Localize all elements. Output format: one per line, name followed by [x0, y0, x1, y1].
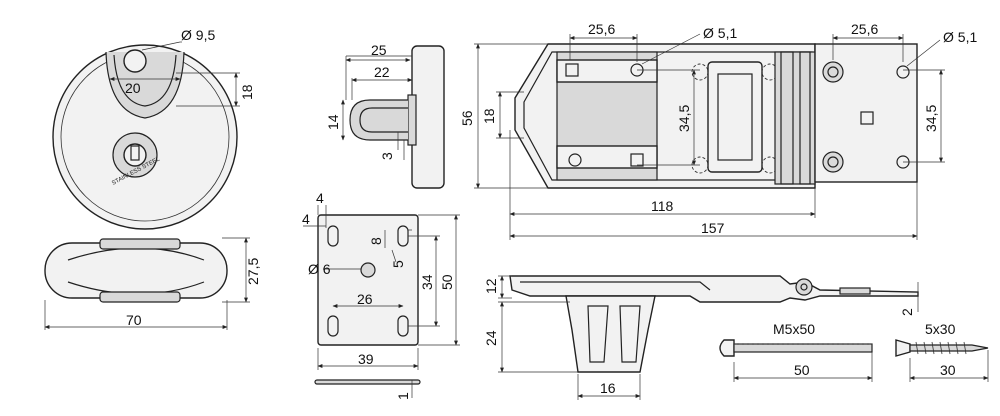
dim-plate-slot2: 5 — [390, 260, 406, 268]
dim-plate-corner-x: 4 — [316, 190, 324, 206]
dim-hasp-length-inner: 118 — [651, 198, 674, 214]
dim-hasp-length-total: 157 — [701, 220, 725, 236]
bolt-label: M5x50 — [773, 321, 815, 337]
dim-hasp-inner-height: 18 — [481, 108, 497, 124]
dim-shackle-hole: Ø 9,5 — [181, 27, 215, 43]
dim-shackle-height2: 14 — [325, 114, 341, 130]
dim-shackle-inner: 22 — [374, 64, 390, 80]
padlock-side-view — [44, 237, 250, 330]
dim-shackle-height: 18 — [239, 84, 255, 100]
dim-plate-hole-vspacing: 34 — [419, 274, 435, 290]
hasp-side-view — [498, 275, 919, 400]
dim-hasp-staple-width: 16 — [600, 380, 616, 396]
dim-hasp-height: 56 — [459, 110, 475, 126]
dim-hasp-thickness: 2 — [899, 308, 915, 316]
screw-drawing — [895, 339, 989, 382]
bolt-length: 50 — [794, 362, 810, 378]
dim-plate-width: 39 — [358, 351, 374, 367]
dim-plate-hole: Ø 6 — [308, 261, 331, 277]
dim-hasp-spacing-left: 25,6 — [588, 21, 615, 37]
dim-shackle-offset: 3 — [379, 152, 395, 160]
bolt-drawing — [719, 339, 873, 382]
dim-body-width: 70 — [126, 312, 142, 328]
staple-hole — [360, 262, 376, 278]
dim-plate-corner-y: 4 — [302, 211, 310, 227]
padlock-front-view: STAINLESS STEEL — [52, 41, 240, 230]
screw-length: 30 — [940, 362, 956, 378]
dim-plate-height: 50 — [439, 274, 455, 290]
dim-shackle-total: 25 — [371, 42, 387, 58]
dim-hasp-hole-right: Ø 5,1 — [943, 29, 977, 45]
dim-hasp-vspacing-left: 34,5 — [676, 105, 692, 132]
dim-plate-thickness: 1 — [395, 392, 411, 400]
dim-body-height: 27,5 — [245, 258, 261, 285]
shackle-side-view — [341, 45, 445, 189]
dim-hasp-spacing-right: 25,6 — [851, 21, 878, 37]
staple-plate-front-view — [303, 205, 460, 398]
shackle-hole — [123, 49, 147, 73]
dim-plate-slot: 8 — [368, 237, 384, 245]
dim-hasp-staple-height: 24 — [483, 330, 499, 346]
screw-label: 5x30 — [925, 321, 956, 337]
dim-hasp-plate-height: 12 — [483, 278, 499, 294]
hasp-front-view — [474, 33, 945, 240]
dim-shackle-width: 20 — [125, 80, 141, 96]
dim-plate-hole-spacing: 26 — [357, 291, 373, 307]
dim-hasp-vspacing-right: 34,5 — [923, 105, 939, 132]
dim-hasp-hole-left: Ø 5,1 — [703, 25, 737, 41]
